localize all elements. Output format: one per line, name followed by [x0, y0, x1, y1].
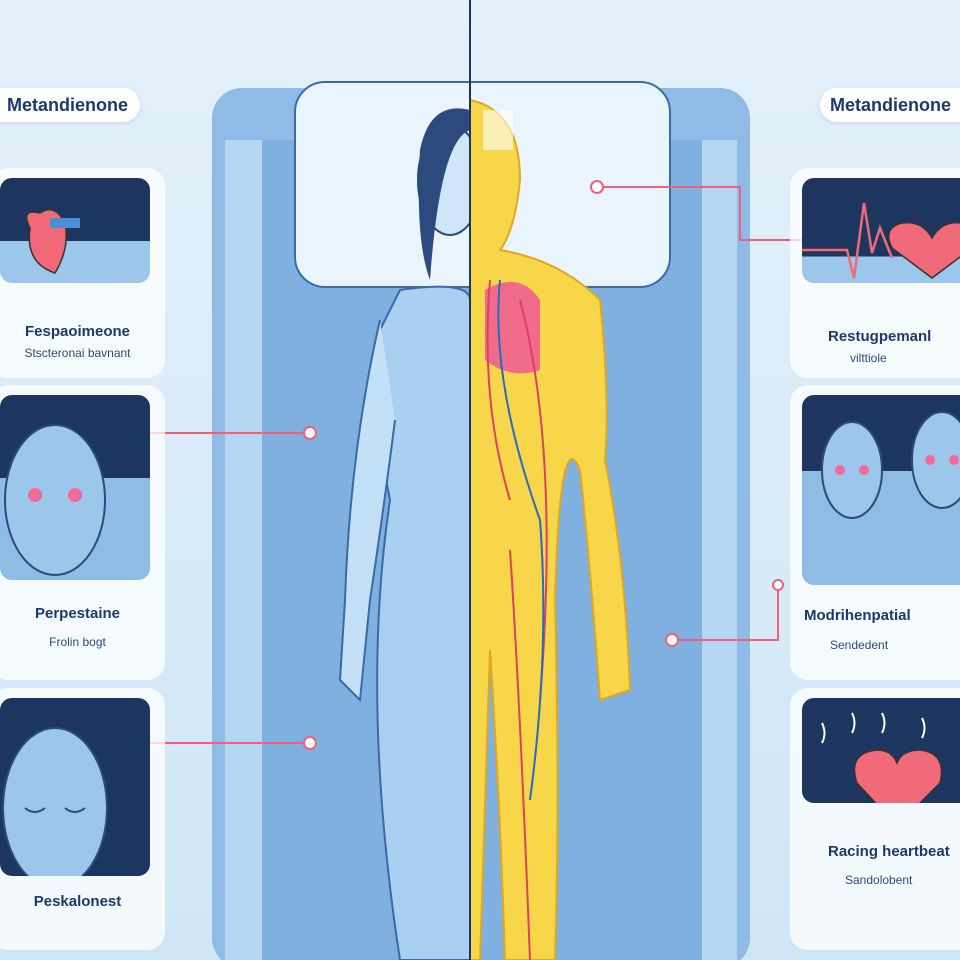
racing-heart-icon [802, 698, 960, 803]
lung [485, 282, 540, 374]
right-card-3-subtitle: Sandolobent [845, 873, 913, 887]
faces-glowing-eyes-icon [802, 395, 960, 585]
left-card-2-subtitle: Frolin bogt [49, 635, 106, 649]
header-right-label: Metandienone [830, 94, 952, 115]
right-card-2: Modrihenpatial Sendedent [790, 385, 960, 680]
header-pill-left: Metandienone [0, 88, 140, 122]
blanket [375, 285, 471, 960]
face-sleeping-icon [0, 698, 150, 876]
face-glowing-eyes-icon [0, 395, 150, 580]
left-card-1-title: Fespaoimeone [24, 323, 131, 340]
right-card-3: Racing heartbeat Sandolobent [790, 688, 960, 950]
right-card-2-title: Modrihenpatial [804, 607, 911, 624]
header-pill-right: Metandienone [820, 88, 960, 122]
right-card-3-title: Racing heartbeat [828, 843, 950, 860]
left-card-2-title: Perpestaine [34, 605, 121, 622]
heartbeat-icon [802, 178, 960, 283]
header-left-label: Metandienone [6, 94, 128, 115]
left-card-1-subtitle: Stscteronai bavnant [24, 346, 131, 360]
left-card-2: Perpestaine Frolin bogt [0, 385, 165, 680]
right-card-1: Restugpemanl vilttiole [790, 168, 960, 378]
left-card-3-title: Peskalonest [33, 893, 122, 910]
heart-organ-icon [0, 178, 150, 283]
left-card-3: Peskalonest [0, 688, 165, 950]
right-card-2-subtitle: Sendedent [830, 638, 889, 652]
right-card-1-subtitle: vilttiole [850, 351, 887, 365]
left-card-1: Fespaoimeone Stscteronai bavnant [0, 168, 165, 378]
right-card-1-title: Restugpemanl [828, 328, 932, 345]
